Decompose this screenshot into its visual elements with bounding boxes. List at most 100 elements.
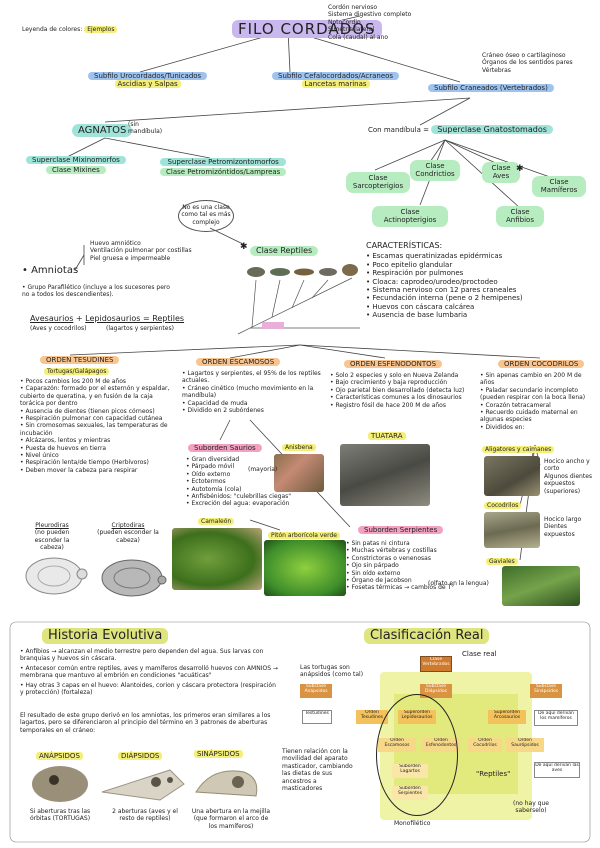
family-aligatores: Aligatores y caimanes [482, 446, 554, 453]
order-esfenodontos: ORDEN ESFENODONTOS [344, 360, 442, 368]
amniota-label: • Amniotas [22, 266, 78, 276]
tesudines-list: • Pocos cambios los 200 M de años • Capa… [20, 378, 170, 474]
subphylum-example: Lancetas marinas [302, 80, 370, 88]
subphylum-label: Subfilo Urocordados/Tunicados [88, 72, 207, 80]
tuatara-photo [340, 444, 430, 506]
suborden-serpientes: Suborden Serpientes [358, 526, 443, 534]
relation-note: Tienen relación con la movilidad del apa… [282, 748, 356, 792]
note: Cráneo óseo o cartilaginoso [482, 52, 573, 59]
note: Órganos de los sentidos pares [482, 59, 573, 66]
phylum-traits: Cordón nervioso Sistema digestivo comple… [328, 4, 411, 41]
amniota-group-text: Grupo Parafilético (incluye a los suceso… [22, 284, 170, 298]
history-list: • Anfibios → alcanzan el medio terrestre… [20, 648, 278, 696]
gnatostomados: Con mandíbula = Superclase Gnatostomados [368, 126, 553, 134]
amniota-trait: Piel gruesa e impermeable [90, 255, 192, 262]
box-vertebrados: Clase Vertebrados [420, 656, 452, 672]
diapsid-skull-figure [100, 762, 186, 806]
monophyletic-circle [376, 694, 458, 816]
characteristic: • Fecundación interna (pene o 2 hemipene… [366, 294, 523, 302]
characteristics-title: CARACTERÍSTICAS: [366, 242, 523, 250]
family-cocodrilos: Cocodrilos [484, 502, 521, 509]
trait: Sistema digestivo completo [328, 11, 411, 18]
box-subclase-sinapsidos: Subclase Sinápsidos [530, 684, 562, 698]
diapsidos-label: DIÁPSIDOS [118, 752, 162, 760]
classification-note-top: Las tortugas son anápsidos (como tal) [300, 664, 380, 679]
superclase-mixinomorfos: Superclase Mixinomorfos Clase Mixines [26, 156, 126, 175]
class-actinopterigios: Clase Actinopterigios [372, 206, 448, 227]
aligator-notes: Hocico ancho y corto Algunos dientes exp… [544, 458, 596, 495]
legend-label: Leyenda de colores: [22, 26, 82, 33]
subphylum-craneados: Subfilo Craneados (Vertebrados) [428, 84, 554, 92]
amniota-trait: Ventilación pulmonar por costillas [90, 247, 192, 254]
characteristic: • Ausencia de base lumbaria [366, 311, 523, 319]
serpientes-note: (olfato en la lengua) [428, 580, 489, 587]
subphylum-cefalocordados: Subfilo Cefalocordados/Acraneos Lancetas… [272, 72, 399, 89]
box-orden-sauropsidos: Orden Saurópsidos [506, 738, 544, 752]
order-cocodrilos: ORDEN COCODRILOS [498, 360, 584, 368]
order-tesudines: ORDEN TESUDINES [40, 356, 119, 364]
amniota-trait: Huevo amniótico [90, 240, 192, 247]
amniota-group: • Grupo Parafilético (incluye a los suce… [22, 284, 172, 299]
gnatostomados-prefix: Con mandíbula = [368, 126, 429, 134]
amniota-traits: Huevo amniótico Ventilación pulmonar por… [90, 240, 192, 262]
criptodiras: Criptodiras (pueden esconder la cabeza) [96, 522, 160, 544]
amniota-equation: Avesaurios + Lepidosaurios = Reptiles [30, 314, 184, 324]
anapsidos-desc: Si aberturas tras las órbitas (TORTUGAS) [22, 808, 98, 823]
saurios-example: Anisbena [282, 444, 316, 451]
no-hay-note: (no hay que saberselo) [506, 800, 556, 815]
monofiletico-label: Monofilético [394, 820, 430, 827]
sinapsidos-desc: Una abertura en la mejilla (que formaron… [190, 808, 272, 830]
escamosos-list: • Lagartos y serpientes, el 95% de los r… [182, 370, 322, 414]
camaleon-photo [172, 528, 262, 590]
class-mamiferos: Clase Mamíferos [532, 176, 586, 197]
cocodrilos-list: • Sin apenas cambio en 200 M de años • P… [480, 372, 596, 431]
pleurodira-skeleton-figure [18, 550, 90, 602]
tuatara-label: TUATARA [368, 432, 406, 440]
esfenodontos-list: • Solo 2 especies y solo en Nueva Zeland… [330, 372, 490, 409]
camaleon-label: Camaleón [198, 518, 234, 525]
characteristic: • Sistema nervioso con 12 pares craneale… [366, 286, 523, 294]
anapsid-skull-figure [28, 762, 94, 806]
superclass-label: Superclase Petromizontomorfos [160, 158, 286, 166]
plus: + [76, 314, 83, 323]
characteristics: CARACTERÍSTICAS: • Escamas queratinizada… [366, 242, 523, 320]
saurios-list: • Gran diversidad • Párpado móvil • Oído… [186, 456, 296, 508]
sinapsidos-label: SINÁPSIDOS [194, 750, 243, 758]
characteristic: • Huevos con cáscara calcárea [366, 303, 523, 311]
gavial-photo [502, 566, 580, 606]
criptodira-skeleton-figure [96, 550, 168, 602]
lepidosaurios-sub: (lagartos y serpientes) [106, 325, 174, 332]
class-anfibios: Clase Anfibios [496, 206, 544, 227]
clase-real-label: Clase real [462, 650, 502, 658]
suborden-saurios: Suborden Saurios [188, 444, 262, 452]
subphylum-label: Subfilo Cefalocordados/Acraneos [272, 72, 399, 80]
reptile-phylogeny-figure [232, 258, 360, 340]
box-orden-cocodrilos: Orden Cocodrilos [468, 738, 502, 752]
history-paragraph: El resultado de este grupo derivó en los… [20, 712, 278, 734]
piton-photo [264, 540, 346, 596]
pleurodiras: Pleurodiras (no pueden esconder la cabez… [22, 522, 82, 552]
legend: Leyenda de colores: Ejemplos [22, 26, 117, 33]
history-title: Historia Evolutiva [42, 628, 168, 644]
class-sarcopterigios: Clase Sarcopterigios [346, 172, 410, 193]
agnatos-label: AGNATOS [72, 124, 132, 137]
anapsidos-label: ANÁPSIDOS [36, 752, 83, 760]
box-aves-note: De aquí derivan las aves [534, 762, 580, 778]
characteristic: • Cloaca: caprodeo/urodeo/proctodeo [366, 278, 523, 286]
class-reptiles: Clase Reptiles [250, 246, 318, 256]
characteristic: • Poco epitelio glandular [366, 261, 523, 269]
class-aves: Clase Aves [482, 162, 520, 183]
box-testudines: Testudines [302, 710, 332, 724]
star-icon: ✱ [240, 242, 248, 252]
amniota-label-text: Amniotas [31, 265, 78, 276]
note: Vértebras [482, 67, 573, 74]
synapsid-skull-figure [192, 762, 262, 806]
superclass-label: Superclase Mixinomorfos [26, 156, 126, 164]
avesaurios-sub: (Aves y cocodrilos) [30, 325, 87, 332]
trait: Simetría lateral [328, 26, 411, 33]
reptiles-label: "Reptiles" [476, 770, 510, 778]
subphylum-example: Ascidias y Salpas [115, 80, 181, 88]
craneados-notes: Cráneo óseo o cartilaginoso Órganos de l… [482, 52, 573, 74]
order-escamosos: ORDEN ESCAMOSOS [196, 358, 280, 366]
reptile-note: No es una clase como tal es más complejo [178, 200, 234, 232]
